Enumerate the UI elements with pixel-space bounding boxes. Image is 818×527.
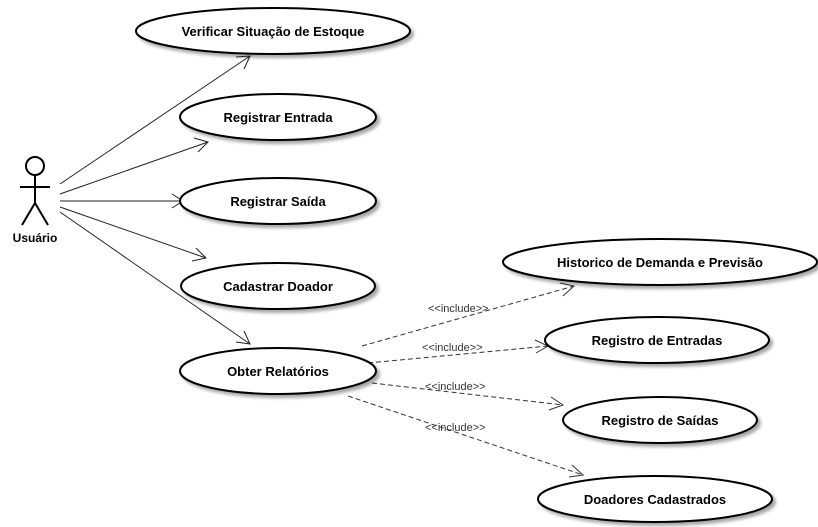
use-case-historico-label: Historico de Demanda e Previsão xyxy=(557,255,763,270)
include-doadores-line xyxy=(347,395,584,476)
use-case-obter-relatorios[interactable]: Obter Relatórios xyxy=(179,347,377,395)
use-case-historico[interactable]: Historico de Demanda e Previsão xyxy=(502,238,818,286)
use-case-historico-shape xyxy=(502,238,818,286)
use-case-registro-saidas-shape xyxy=(562,396,758,444)
include-label-reg-entradas: <<include>> xyxy=(422,342,483,354)
use-case-registro-entradas-shape xyxy=(544,316,770,364)
assoc-doador xyxy=(59,206,207,259)
include-reg-saidas-arrow xyxy=(548,396,565,411)
use-case-registrar-saida[interactable]: Registrar Saída xyxy=(179,177,377,225)
actor-right-leg xyxy=(34,202,49,226)
use-case-obter-relatorios-label: Obter Relatórios xyxy=(227,364,329,379)
use-case-registrar-entrada-label: Registrar Entrada xyxy=(223,110,333,125)
assoc-entrada-arrow xyxy=(193,137,209,153)
include-historico-line xyxy=(361,285,575,347)
include-reg-saidas-line xyxy=(371,382,564,406)
assoc-entrada xyxy=(59,141,209,195)
use-case-registrar-saida-shape xyxy=(179,177,377,225)
use-case-doadores-cadastrados[interactable]: Doadores Cadastrados xyxy=(537,475,773,523)
include-label-reg-saidas: <<include>> xyxy=(425,381,486,393)
use-case-verificar[interactable]: Verificar Situação de Estoque xyxy=(135,7,411,55)
include-label-doadores: <<include>> xyxy=(425,422,486,434)
use-case-registro-entradas-label: Registro de Entradas xyxy=(592,333,723,348)
actor-left-leg xyxy=(21,202,36,226)
include-historico-arrow xyxy=(559,282,576,297)
assoc-doador-arrow xyxy=(191,247,208,262)
associations xyxy=(59,55,251,345)
use-case-doadores-cadastrados-shape xyxy=(537,475,773,523)
use-case-registro-entradas[interactable]: Registro de Entradas xyxy=(544,316,770,364)
actor-usuario[interactable] xyxy=(20,156,50,226)
assoc-verificar xyxy=(59,55,251,185)
actor-head xyxy=(25,156,45,176)
assoc-relatorios xyxy=(59,211,251,345)
use-case-verificar-label: Verificar Situação de Estoque xyxy=(182,24,365,39)
use-case-registrar-entrada[interactable]: Registrar Entrada xyxy=(179,93,377,141)
include-label-historico: <<include>> xyxy=(428,303,489,315)
use-case-cadastrar-doador[interactable]: Cadastrar Doador xyxy=(180,262,376,310)
include-dependencies xyxy=(347,282,585,478)
include-doadores-arrow xyxy=(568,464,585,478)
use-case-cadastrar-doador-shape xyxy=(180,262,376,310)
use-case-registro-saidas-label: Registro de Saídas xyxy=(601,413,718,428)
use-case-cadastrar-doador-label: Cadastrar Doador xyxy=(223,279,333,294)
include-reg-entradas-line xyxy=(367,345,549,364)
use-case-registrar-entrada-shape xyxy=(179,93,377,141)
actor-label: Usuário xyxy=(13,231,58,245)
use-case-registro-saidas[interactable]: Registro de Saídas xyxy=(562,396,758,444)
assoc-relatorios-arrow xyxy=(235,330,251,345)
use-case-verificar-shape xyxy=(135,7,411,55)
assoc-verificar-arrow xyxy=(235,55,251,70)
use-case-doadores-cadastrados-label: Doadores Cadastrados xyxy=(584,492,726,507)
use-case-obter-relatorios-shape xyxy=(179,347,377,395)
use-case-registrar-saida-label: Registrar Saída xyxy=(230,194,326,209)
